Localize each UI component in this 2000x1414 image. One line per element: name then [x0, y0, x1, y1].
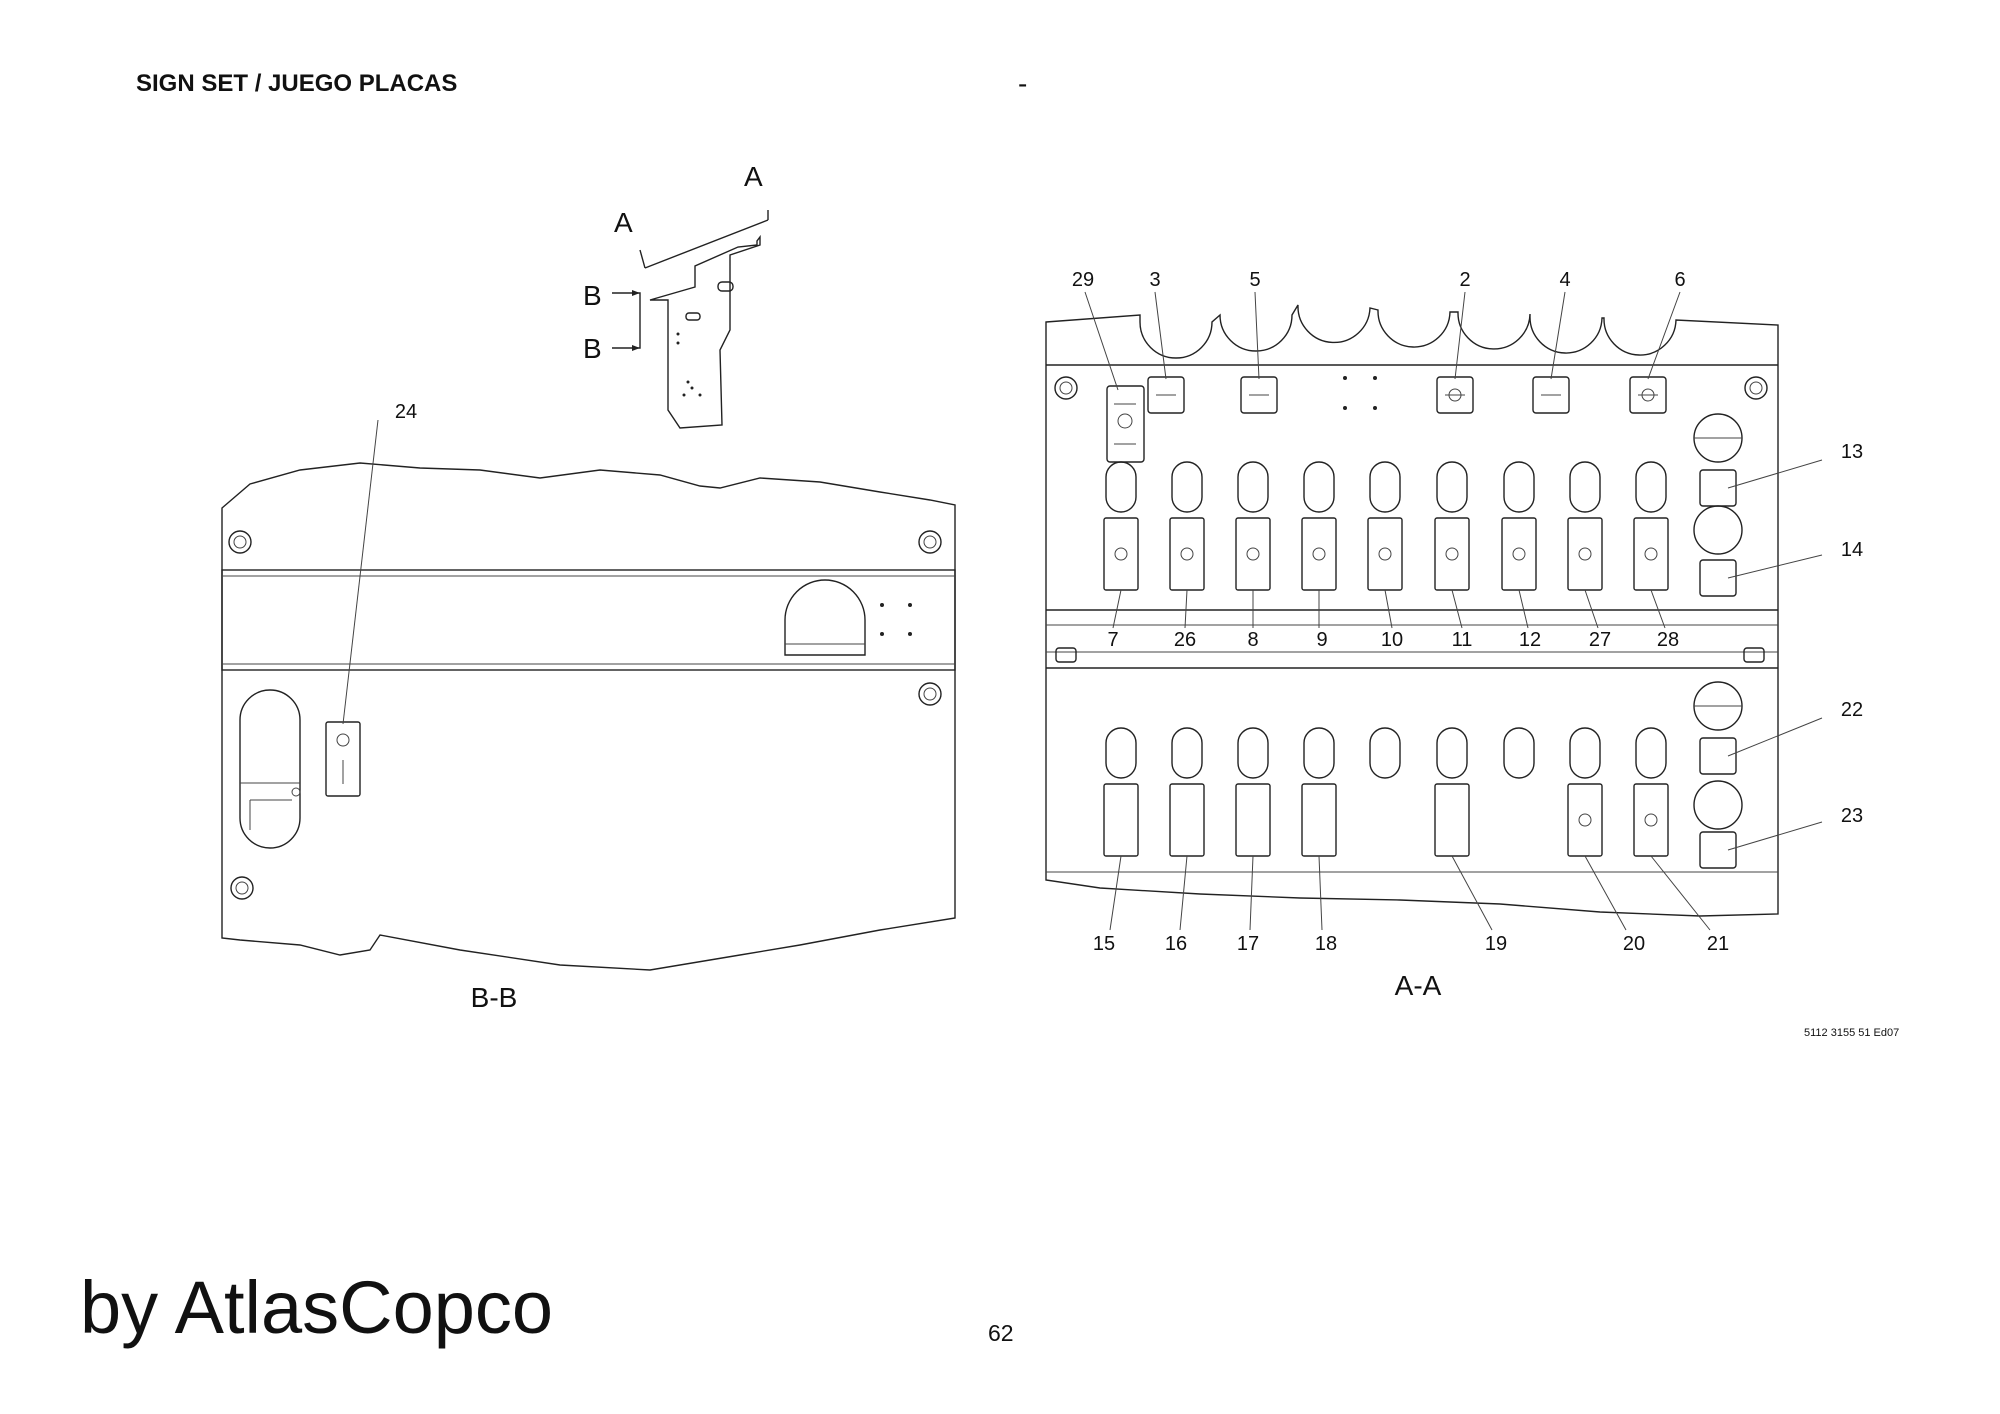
callout-22: 22 [1841, 699, 1863, 721]
view-aa-title: A-A [1395, 970, 1442, 1001]
section-mark-a: A [614, 207, 633, 238]
callout-2: 2 [1459, 269, 1470, 291]
callout-19: 19 [1485, 933, 1507, 955]
page-title: SIGN SET / JUEGO PLACAS [136, 70, 458, 97]
section-mark-b: B [583, 333, 602, 364]
callout-7: 7 [1107, 629, 1118, 651]
callout-4: 4 [1559, 269, 1570, 291]
callout-11: 11 [1452, 629, 1473, 651]
callout-14: 14 [1841, 539, 1863, 561]
page-number: 62 [988, 1320, 1014, 1346]
section-mark-b: B [583, 280, 602, 311]
callout-24: 24 [395, 401, 417, 423]
callout-23: 23 [1841, 805, 1863, 827]
view-aa: 29 3 5 2 4 6 7 26 8 9 10 11 12 27 28 13 … [1045, 269, 1863, 1001]
page-dash: - [1018, 68, 1028, 99]
callout-9: 9 [1316, 629, 1327, 651]
callout-28: 28 [1657, 629, 1679, 651]
middle-row-switches [1103, 461, 1669, 591]
callout-6: 6 [1674, 269, 1685, 291]
callout-10: 10 [1381, 629, 1403, 651]
view-bb: 24 B-B [221, 401, 956, 1013]
callout-8: 8 [1247, 629, 1258, 651]
brand-watermark: by AtlasCopco [80, 1266, 554, 1349]
key-view: A A B B [583, 161, 769, 429]
callout-16: 16 [1165, 933, 1187, 955]
callout-29: 29 [1072, 269, 1094, 291]
callout-5: 5 [1249, 269, 1260, 291]
drawing-number: 5112 3155 51 Ed07 [1804, 1027, 1900, 1039]
callout-21: 21 [1707, 933, 1729, 955]
section-mark-a: A [744, 161, 763, 192]
callout-13: 13 [1841, 441, 1863, 463]
callout-27: 27 [1589, 629, 1611, 651]
callout-3: 3 [1149, 269, 1160, 291]
callout-12: 12 [1519, 629, 1541, 651]
callout-17: 17 [1237, 933, 1259, 955]
callout-15: 15 [1093, 933, 1115, 955]
view-bb-title: B-B [471, 982, 518, 1013]
callout-18: 18 [1315, 933, 1337, 955]
callout-20: 20 [1623, 933, 1645, 955]
callout-26: 26 [1174, 629, 1196, 651]
